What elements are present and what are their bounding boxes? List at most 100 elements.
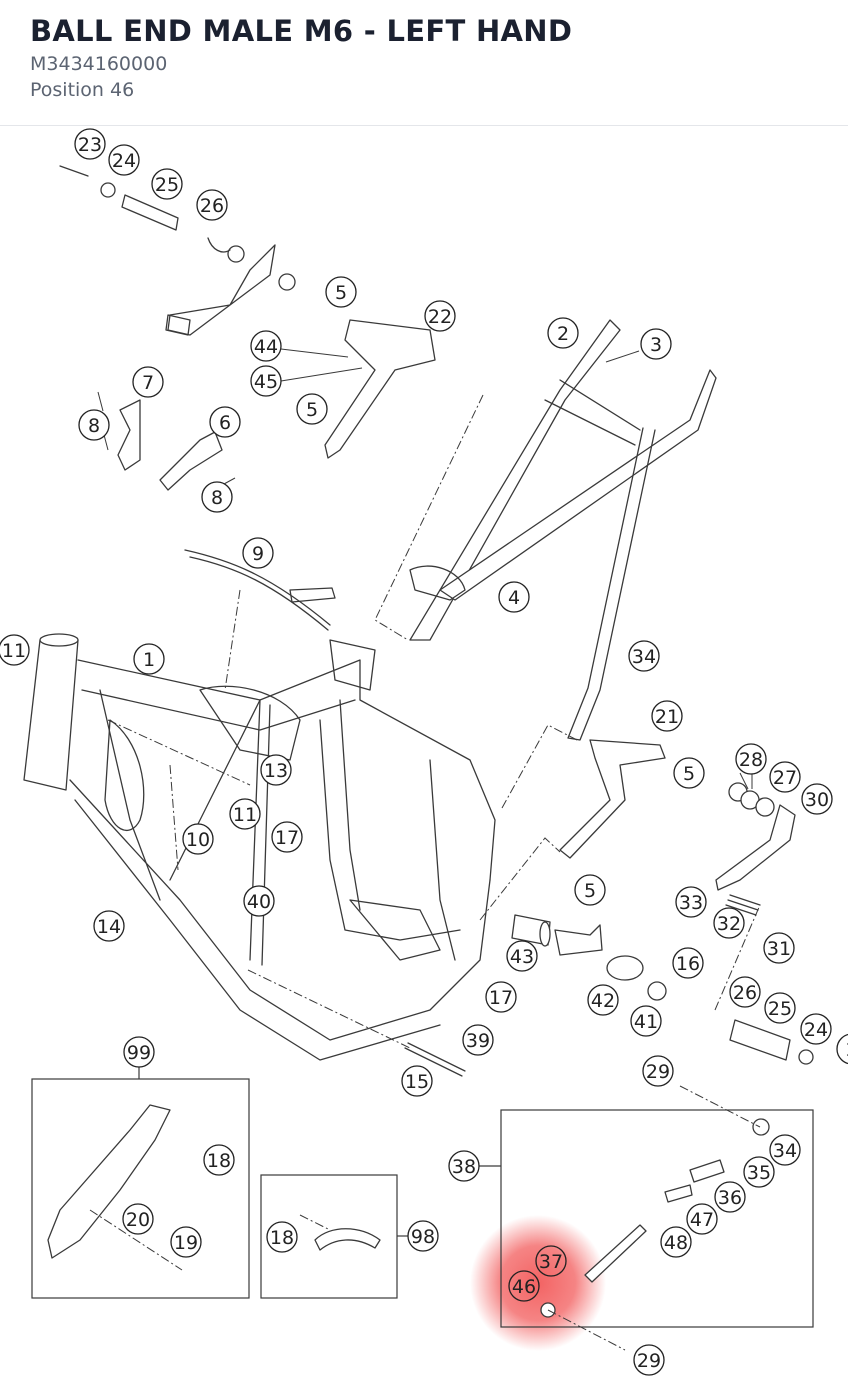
callout-17b[interactable]: 17 <box>485 981 517 1013</box>
callout-16[interactable]: 16 <box>672 947 704 979</box>
svg-text:39: 39 <box>466 1030 490 1052</box>
callout-24[interactable]: 24 <box>108 144 140 176</box>
svg-text:3: 3 <box>650 334 662 356</box>
callout-45[interactable]: 45 <box>250 365 282 397</box>
callout-38[interactable]: 38 <box>448 1150 480 1182</box>
svg-text:5: 5 <box>584 880 596 902</box>
callout-98[interactable]: 98 <box>407 1220 439 1252</box>
callout-10[interactable]: 10 <box>182 823 214 855</box>
part-header: BALL END MALE M6 - LEFT HAND M3434160000… <box>0 0 848 126</box>
callout-9[interactable]: 9 <box>242 537 274 569</box>
callout-31[interactable]: 31 <box>763 932 795 964</box>
svg-text:32: 32 <box>717 913 741 935</box>
callout-18[interactable]: 18 <box>203 1144 235 1176</box>
callout-33[interactable]: 33 <box>675 886 707 918</box>
callout-22[interactable]: 22 <box>424 300 456 332</box>
callout-32[interactable]: 32 <box>713 907 745 939</box>
callout-41[interactable]: 41 <box>630 1005 662 1037</box>
callout-11b[interactable]: 11 <box>229 798 261 830</box>
callout-46-selected[interactable]: 46 <box>508 1270 540 1302</box>
callout-6[interactable]: 6 <box>209 406 241 438</box>
callout-11[interactable]: 11 <box>0 634 30 666</box>
callout-30[interactable]: 30 <box>801 783 833 815</box>
svg-text:16: 16 <box>676 953 700 975</box>
svg-text:10: 10 <box>186 829 210 851</box>
part-title: BALL END MALE M6 - LEFT HAND <box>30 14 573 48</box>
svg-text:6: 6 <box>219 412 231 434</box>
callout-99[interactable]: 99 <box>123 1036 155 1068</box>
callout-13[interactable]: 13 <box>260 754 292 786</box>
callout-2b[interactable]: 2 <box>836 1033 848 1065</box>
svg-text:17: 17 <box>489 987 513 1009</box>
callout-5[interactable]: 5 <box>325 276 357 308</box>
svg-text:7: 7 <box>142 372 154 394</box>
callout-26[interactable]: 26 <box>196 189 228 221</box>
callout-8b[interactable]: 8 <box>201 481 233 513</box>
callout-25[interactable]: 25 <box>151 168 183 200</box>
svg-text:8: 8 <box>88 415 100 437</box>
svg-text:46: 46 <box>512 1276 536 1298</box>
svg-text:47: 47 <box>690 1209 714 1231</box>
svg-text:18: 18 <box>270 1227 294 1249</box>
callout-15[interactable]: 15 <box>401 1065 433 1097</box>
callout-29b[interactable]: 29 <box>633 1344 665 1376</box>
callout-43[interactable]: 43 <box>506 940 538 972</box>
callout-37[interactable]: 37 <box>535 1245 567 1277</box>
callout-18b[interactable]: 18 <box>266 1221 298 1253</box>
svg-text:45: 45 <box>254 371 278 393</box>
svg-text:5: 5 <box>335 282 347 304</box>
svg-text:5: 5 <box>683 763 695 785</box>
frame-line-art <box>23 165 814 1318</box>
callout-26b[interactable]: 26 <box>729 976 761 1008</box>
svg-text:19: 19 <box>174 1232 198 1254</box>
callout-4[interactable]: 4 <box>498 581 530 613</box>
svg-text:34: 34 <box>773 1140 797 1162</box>
svg-text:17: 17 <box>275 827 299 849</box>
callout-48[interactable]: 48 <box>660 1226 692 1258</box>
callout-47[interactable]: 47 <box>686 1203 718 1235</box>
callout-27[interactable]: 27 <box>769 761 801 793</box>
callout-5d[interactable]: 5 <box>574 874 606 906</box>
svg-text:4: 4 <box>508 587 520 609</box>
callout-7[interactable]: 7 <box>132 366 164 398</box>
callout-29[interactable]: 29 <box>642 1055 674 1087</box>
callout-5c[interactable]: 5 <box>673 757 705 789</box>
callout-34[interactable]: 34 <box>628 640 660 672</box>
part-number: M3434160000 <box>30 53 168 75</box>
svg-text:36: 36 <box>718 1187 742 1209</box>
callout-23[interactable]: 23 <box>74 128 106 160</box>
callout-8[interactable]: 8 <box>78 409 110 441</box>
callout-36[interactable]: 36 <box>714 1181 746 1213</box>
callout-1[interactable]: 1 <box>133 643 165 675</box>
callout-markers[interactable]: 23 24 25 26 5 22 44 45 7 8 6 8 2 3 5 9 4… <box>0 128 848 1376</box>
callout-34b[interactable]: 34 <box>769 1134 801 1166</box>
callout-24b[interactable]: 24 <box>800 1013 832 1045</box>
callout-40[interactable]: 40 <box>243 885 275 917</box>
callout-25b[interactable]: 25 <box>764 992 796 1024</box>
svg-text:98: 98 <box>411 1226 435 1248</box>
svg-text:11: 11 <box>233 804 257 826</box>
callout-19[interactable]: 19 <box>170 1226 202 1258</box>
svg-text:13: 13 <box>264 760 288 782</box>
callout-17[interactable]: 17 <box>271 821 303 853</box>
svg-text:37: 37 <box>539 1251 563 1273</box>
svg-text:24: 24 <box>112 150 136 172</box>
callout-44[interactable]: 44 <box>250 330 282 362</box>
callout-5b[interactable]: 5 <box>296 393 328 425</box>
svg-text:21: 21 <box>655 706 679 728</box>
svg-text:42: 42 <box>591 990 615 1012</box>
callout-39[interactable]: 39 <box>462 1024 494 1056</box>
callout-2[interactable]: 2 <box>547 317 579 349</box>
svg-text:25: 25 <box>155 174 179 196</box>
callout-21[interactable]: 21 <box>651 700 683 732</box>
callout-3[interactable]: 3 <box>640 328 672 360</box>
selection-highlight <box>470 1215 606 1351</box>
svg-text:99: 99 <box>127 1042 151 1064</box>
callout-14[interactable]: 14 <box>93 910 125 942</box>
callout-20[interactable]: 20 <box>122 1203 154 1235</box>
svg-text:14: 14 <box>97 916 121 938</box>
callout-35[interactable]: 35 <box>743 1156 775 1188</box>
svg-text:18: 18 <box>207 1150 231 1172</box>
callout-42[interactable]: 42 <box>587 984 619 1016</box>
callout-28[interactable]: 28 <box>735 743 767 775</box>
